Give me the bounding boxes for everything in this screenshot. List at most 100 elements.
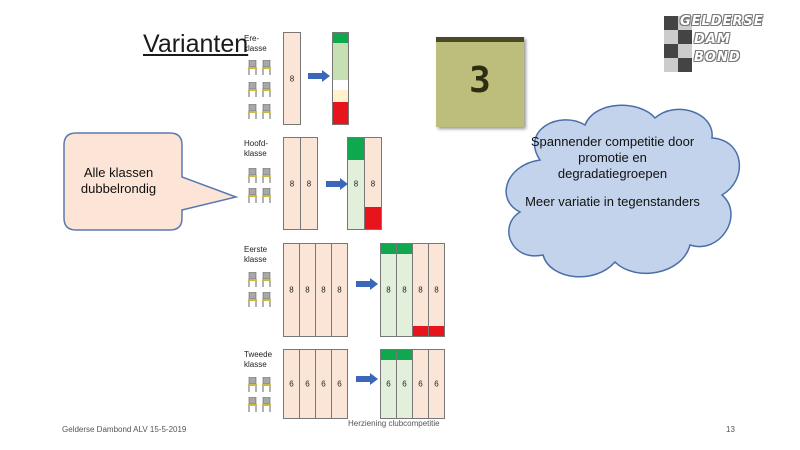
column-value: 6 (434, 379, 439, 389)
chair-icon (248, 396, 258, 412)
column-value: 6 (418, 379, 423, 389)
column-value: 8 (434, 285, 439, 295)
chair-icon (248, 187, 258, 203)
chair-icon (248, 167, 258, 183)
column-value: 8 (289, 74, 295, 83)
tweede-before-column-4: 6 (331, 349, 348, 419)
arrow-right-icon (326, 178, 348, 190)
tweede-after-column-3: 6 (412, 349, 429, 419)
cloud-shape (505, 104, 741, 278)
promotion-zone (333, 33, 348, 43)
group-label-hoofd: Hoofd- klasse (244, 139, 280, 159)
column-value: 6 (386, 379, 391, 389)
column-value: 6 (305, 379, 310, 389)
column-value: 8 (370, 179, 376, 188)
logo-emblem-icon (664, 16, 692, 72)
page-number: 13 (726, 425, 735, 434)
arrow-right-icon (308, 70, 330, 82)
promotion-zone (348, 138, 364, 160)
eerste-before-column-1: 8 (283, 243, 300, 337)
promotion-zone (397, 244, 412, 254)
chair-icon (262, 187, 272, 203)
column-value: 6 (402, 379, 407, 389)
tweede-before-column-1: 6 (283, 349, 300, 419)
upper-zone (333, 43, 348, 80)
column-value: 8 (418, 285, 423, 295)
arrow-right-icon (356, 373, 378, 385)
eerste-after-column-1: 8 (380, 243, 397, 337)
eerste-before-column-2: 8 (299, 243, 316, 337)
tweede-after-column-1: 6 (380, 349, 397, 419)
tweede-after-column-2: 6 (396, 349, 413, 419)
column-value: 8 (306, 179, 312, 188)
eerste-before-column-4: 8 (331, 243, 348, 337)
relegation-zone (413, 326, 428, 336)
eerste-before-column-3: 8 (315, 243, 332, 337)
chair-icon (262, 396, 272, 412)
cloud-line-1: Spannender competitie door promotie en d… (530, 134, 695, 181)
column-value: 8 (305, 285, 310, 295)
column-value: 8 (353, 179, 359, 188)
logo-line2: DAM (694, 32, 731, 47)
callout-bubble (63, 132, 239, 231)
ere-after-column (332, 32, 349, 125)
chair-icon (262, 376, 272, 392)
chair-icon (262, 81, 272, 97)
chair-icon (248, 271, 258, 287)
eerste-after-column-2: 8 (396, 243, 413, 337)
chair-icon (262, 291, 272, 307)
chair-icon (248, 103, 258, 119)
tweede-before-column-3: 6 (315, 349, 332, 419)
slide-title: Varianten (143, 30, 249, 58)
group-label-tweede: Tweede klasse (244, 350, 280, 370)
footer-left: Gelderse Dambond ALV 15-5-2019 (62, 425, 187, 434)
eerste-after-column-4: 8 (428, 243, 445, 337)
relegation-zone (429, 326, 444, 336)
chair-icon (248, 291, 258, 307)
column-value: 8 (386, 285, 391, 295)
callout-text: Alle klassen dubbelrondig (80, 165, 157, 196)
eerste-after-column-3: 8 (412, 243, 429, 337)
promotion-zone (381, 244, 396, 254)
chair-icon (248, 376, 258, 392)
cloud-text: Spannender competitie door promotie en d… (525, 134, 700, 210)
promotion-zone (397, 350, 412, 360)
group-label-text: Hoofd- klasse (244, 139, 269, 158)
logo-line3: BOND (694, 50, 741, 65)
round-counter-value: 3 (469, 60, 491, 101)
hoofd-after-column-1: 8 (347, 137, 365, 230)
logo-line1: GELDERSE (680, 14, 764, 29)
relegation-zone (333, 102, 348, 124)
chair-icon (262, 271, 272, 287)
group-label-text: Eerste klasse (244, 245, 268, 264)
tweede-before-column-2: 6 (299, 349, 316, 419)
hoofd-before-column-2: 8 (300, 137, 318, 230)
chair-icon (262, 167, 272, 183)
group-label-ere: Ere- klasse (244, 34, 280, 54)
column-value: 8 (321, 285, 326, 295)
column-value: 8 (337, 285, 342, 295)
chair-icon (248, 59, 258, 75)
chair-icon (248, 81, 258, 97)
group-label-text: Tweede klasse (244, 350, 273, 369)
round-counter-display: 3 (436, 37, 524, 127)
hoofd-before-column-1: 8 (283, 137, 301, 230)
column-value: 8 (289, 285, 294, 295)
column-value: 6 (321, 379, 326, 389)
dambond-logo: GELDERSE DAM BOND (662, 14, 787, 74)
group-label-eerste: Eerste klasse (244, 245, 280, 265)
column-value: 6 (289, 379, 294, 389)
column-value: 8 (402, 285, 407, 295)
column-value: 6 (337, 379, 342, 389)
column-value: 8 (289, 179, 295, 188)
chair-icon (262, 59, 272, 75)
ere-before-column: 8 (283, 32, 301, 125)
hoofd-after-column-2: 8 (364, 137, 382, 230)
cloud-line-2: Meer variatie in tegenstanders (525, 194, 700, 209)
middle-zone (333, 90, 348, 104)
footer-center: Herziening clubcompetitie (348, 419, 440, 428)
tweede-after-column-4: 6 (428, 349, 445, 419)
arrow-right-icon (356, 278, 378, 290)
relegation-zone (365, 207, 381, 229)
